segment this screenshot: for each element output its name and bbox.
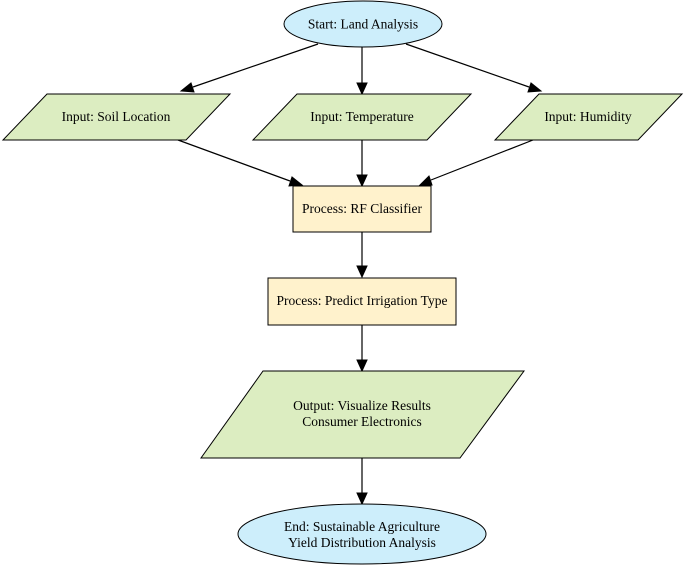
edge-start-to-input-humidity	[405, 43, 530, 88]
input-temperature-parallelogram	[251, 93, 473, 141]
input-humidity-label: Input: Humidity	[544, 109, 632, 124]
process-rf-classifier-rect	[292, 185, 432, 233]
node-output: Output: Visualize Results Consumer Elect…	[200, 370, 525, 459]
edge-start-to-input-soil	[192, 43, 319, 88]
input-humidity-parallelogram	[493, 93, 684, 141]
input-soil-location-parallelogram	[1, 93, 232, 141]
node-input-humidity: Input: Humidity	[493, 93, 684, 141]
input-soil-location-label: Input: Soil Location	[62, 109, 171, 124]
process-predict-irrigation-rect	[267, 277, 457, 326]
arrowhead-input-humidity-to-rf-classifier	[418, 175, 433, 186]
end-ellipse	[237, 503, 487, 565]
process-predict-irrigation-label: Process: Predict Irrigation Type	[277, 293, 448, 308]
arrowhead-start-to-input-soil	[179, 82, 195, 93]
arrowhead-rf-classifier-to-predict-irrigation	[356, 265, 368, 279]
edge-input-humidity-to-rf-classifier	[430, 139, 534, 181]
process-rf-classifier-label: Process: RF Classifier	[302, 201, 423, 216]
arrowhead-start-to-input-humidity	[527, 82, 543, 93]
arrowhead-start-to-input-temperature	[356, 82, 368, 96]
output-label-line1: Output: Visualize Results	[293, 398, 431, 413]
node-input-soil-location: Input: Soil Location	[1, 93, 232, 141]
node-end: End: Sustainable Agriculture Yield Distr…	[237, 503, 487, 565]
input-temperature-label: Input: Temperature	[310, 109, 413, 124]
start-label: Start: Land Analysis	[308, 17, 418, 32]
arrowhead-predict-irrigation-to-output	[356, 359, 368, 373]
arrowhead-input-soil-to-rf-classifier	[288, 176, 304, 187]
arrowhead-input-temperature-to-rf-classifier	[356, 174, 368, 188]
node-process-predict-irrigation: Process: Predict Irrigation Type	[267, 277, 457, 326]
end-label-line2: Yield Distribution Analysis	[288, 535, 436, 550]
arrowhead-output-to-end	[356, 492, 368, 506]
end-label-line1: End: Sustainable Agriculture	[284, 519, 440, 534]
start-ellipse	[283, 0, 443, 48]
edges	[177, 43, 543, 506]
edge-input-soil-to-rf-classifier	[177, 139, 291, 182]
node-start: Start: Land Analysis	[283, 0, 443, 48]
output-parallelogram	[200, 370, 525, 459]
node-input-temperature: Input: Temperature	[251, 93, 473, 141]
node-process-rf-classifier: Process: RF Classifier	[292, 185, 432, 233]
output-label-line2: Consumer Electronics	[302, 414, 422, 429]
